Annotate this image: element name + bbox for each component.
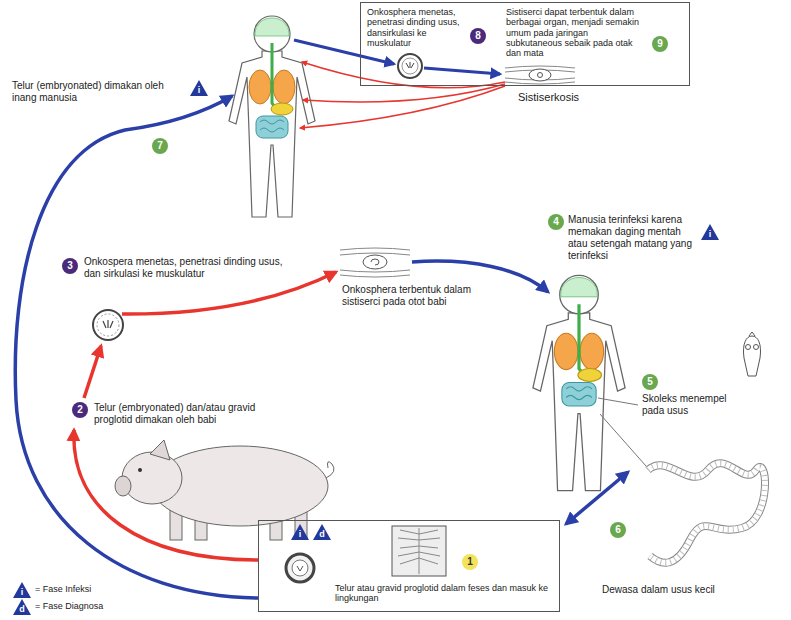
adult-worm-picture: [648, 463, 765, 563]
callout-number: 5: [642, 374, 658, 390]
phase-letter: i: [13, 587, 31, 597]
phase-triangle: i: [291, 524, 309, 540]
human-figure: [533, 275, 625, 490]
phase-letter: i: [190, 85, 208, 95]
triangle-shape: [13, 599, 31, 615]
annotation-text: Telur (embryonated) dimakan oleh inang m…: [12, 80, 187, 104]
egg-picture: [286, 554, 314, 582]
pig-muscle-picture: [340, 248, 410, 277]
oncosphere-picture: [402, 58, 418, 74]
annotation-text: Manusia terinfeksi karena memakan daging…: [568, 214, 700, 262]
annotation-text: Sistiserkosis: [518, 91, 579, 104]
pig-muscle-picture: [363, 255, 387, 269]
scolex-picture: [754, 345, 759, 350]
scolex-picture: [749, 332, 755, 336]
phase-letter: i: [701, 229, 719, 239]
phase-triangle: i: [701, 224, 719, 240]
pig-muscle-picture: [340, 248, 410, 277]
oncosphere-picture: [93, 310, 123, 340]
oncosphere-picture: [406, 62, 414, 68]
pig-picture: [115, 440, 334, 540]
cysticercus-tissue-picture: [538, 73, 543, 78]
pig-picture: [138, 468, 142, 472]
annotation-text: Onkospera menetas, penetrasi dinding usu…: [84, 256, 299, 280]
pig-picture: [150, 440, 170, 460]
callout-number: 8: [470, 28, 486, 44]
infection-arrow: [424, 68, 500, 74]
triangle-shape: [13, 582, 31, 598]
cysticercus-tissue-picture: [505, 66, 575, 84]
triangle-shape: [190, 80, 208, 96]
phase-letter: d: [313, 529, 331, 539]
pig-picture: [122, 452, 182, 504]
cysticercus-tissue-picture: [529, 69, 551, 81]
box-text: Sistiserci dapat terbentuk dalam berbaga…: [506, 7, 644, 59]
callout-number: 4: [548, 214, 564, 230]
proglottid-picture: [398, 528, 440, 574]
callout-number: 9: [652, 36, 668, 52]
scolex-picture: [743, 336, 760, 376]
dissemination-arrow: [303, 84, 505, 102]
dissemination-arrow: [300, 86, 505, 128]
life-cycle-box: Onkosphera menetas, penetrasi dinding us…: [360, 2, 690, 86]
triangle-shape: [291, 524, 309, 540]
proglottid-picture: [392, 526, 446, 576]
callout-number: 2: [72, 402, 88, 418]
callout-number: 6: [610, 522, 626, 538]
diagnosis-arrow: [566, 472, 628, 524]
human-figure: [229, 16, 315, 217]
phase-triangle: i: [13, 582, 31, 598]
box-text: Onkosphera menetas, penetrasi dinding us…: [367, 7, 471, 48]
pig-picture: [326, 462, 334, 478]
adult-worm-picture: [648, 463, 765, 563]
egg-picture: [297, 566, 303, 571]
pig-picture: [115, 476, 131, 496]
scolex-picture: [746, 345, 751, 350]
pig-cycle-arrow: [84, 346, 101, 398]
pig-muscle-picture: [371, 259, 379, 265]
adult-worm-picture: [648, 463, 765, 563]
egg-picture: [286, 554, 314, 582]
annotation-text: Dewasa dalam usus kecil: [602, 584, 715, 596]
legend-text: = Fase Diagnosa: [35, 601, 103, 612]
callout-number: 7: [152, 138, 168, 154]
adult-worm-picture: [648, 463, 765, 563]
triangle-shape: [313, 524, 331, 540]
oncosphere-picture: [398, 54, 422, 78]
annotation-text: Onkosphera terbentuk dalam sistiserci pa…: [342, 284, 482, 308]
annotation-text: Skoleks menempel pada usus: [642, 393, 730, 417]
dissemination-arrow: [302, 62, 505, 88]
triangle-shape: [701, 224, 719, 240]
box-text: Telur atau gravid proglotid dalam feses …: [335, 583, 555, 604]
phase-triangle: i: [190, 80, 208, 96]
scolex-picture: [743, 332, 760, 376]
oncosphere-picture: [398, 54, 422, 78]
leader-line: [600, 414, 646, 466]
oncosphere-picture: [97, 314, 119, 336]
cysticercus-tissue-picture: [505, 66, 575, 84]
oncosphere-picture: [93, 310, 123, 340]
phase-letter: d: [13, 604, 31, 614]
phase-letter: i: [291, 529, 309, 539]
callout-number: 1: [462, 554, 478, 570]
oncosphere-picture: [103, 320, 113, 328]
legend-text: = Fase Infeksi: [35, 584, 91, 595]
egg-picture: [292, 560, 308, 576]
callout-number: 3: [62, 258, 78, 274]
annotation-text: Telur (embryonated) dan/atau gravid prog…: [94, 402, 294, 426]
phase-triangle: d: [313, 524, 331, 540]
phase-triangle: d: [13, 599, 31, 615]
proglottid-picture: [392, 526, 446, 576]
leader-line: [598, 398, 638, 405]
